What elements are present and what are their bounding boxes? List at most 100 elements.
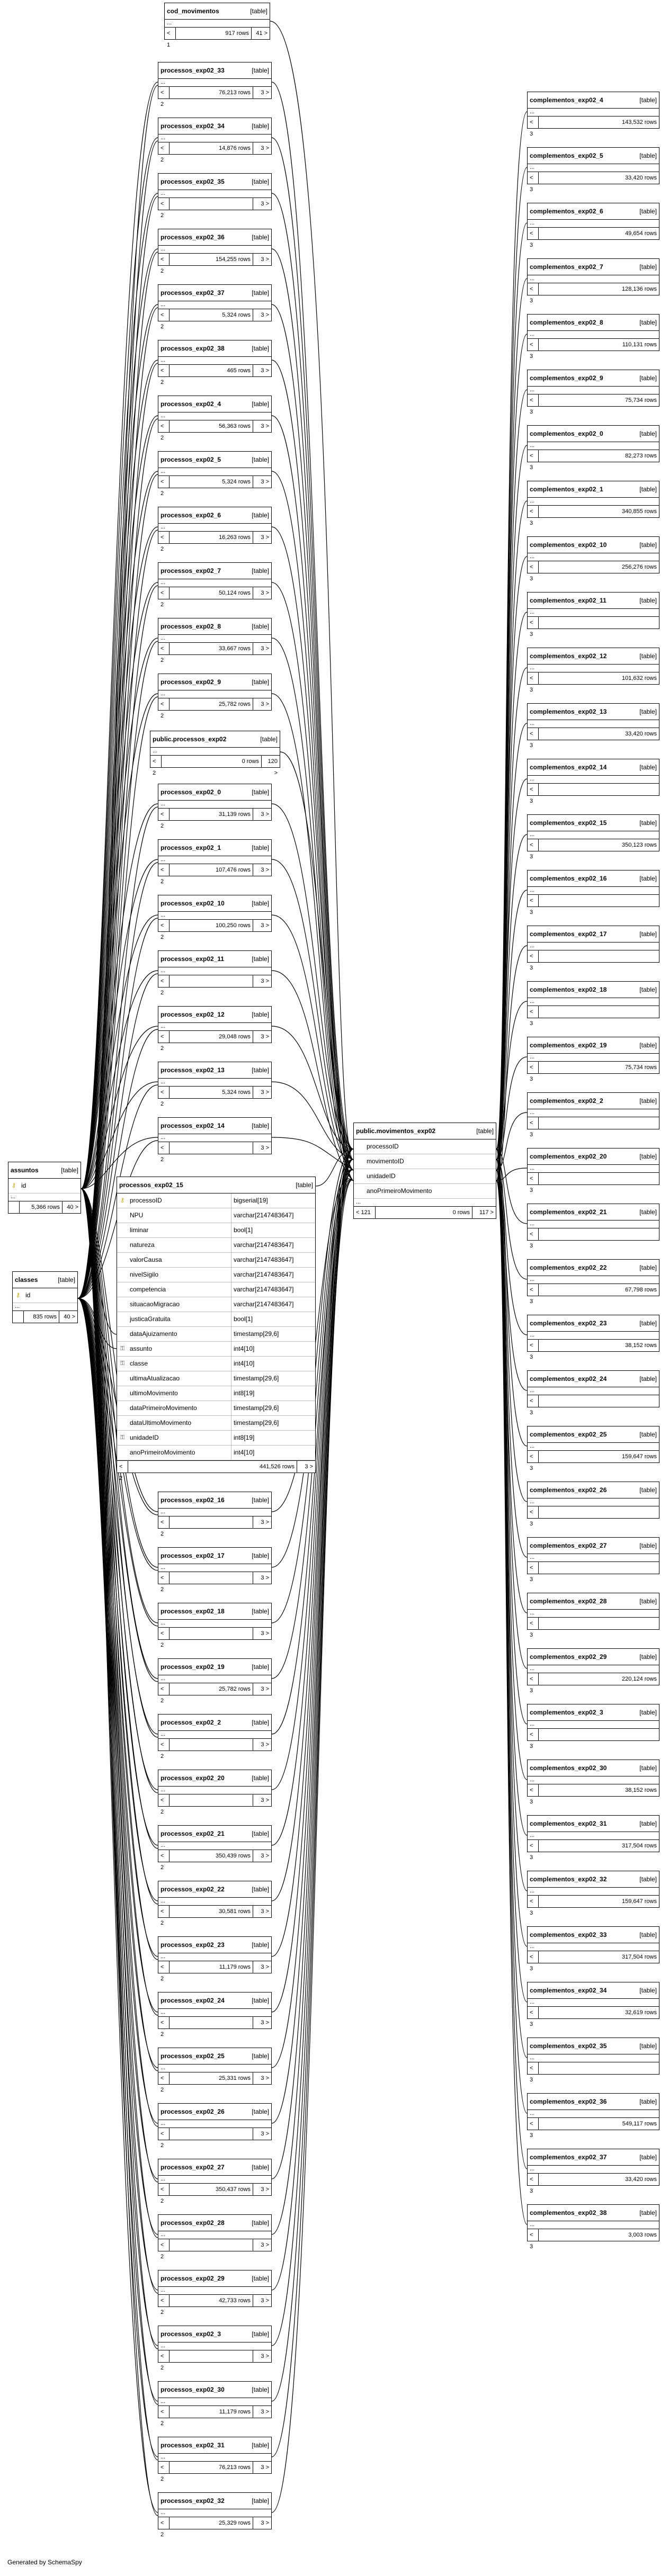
edge-assuntos — [81, 1137, 158, 1189]
table-complementos-exp02-3[interactable]: complementos_exp02_3[table]...< 3 — [527, 1704, 659, 1749]
table-name: complementos_exp02_37 — [530, 2153, 607, 2161]
table-complementos-exp02-16[interactable]: complementos_exp02_16[table]...< 3 — [527, 870, 659, 915]
table-header: processos_exp02_0[table] — [158, 784, 271, 801]
table-complementos-exp02-2[interactable]: complementos_exp02_2[table]...< 3 — [527, 1092, 659, 1138]
parents-count: < 2 — [160, 256, 164, 274]
ellipsis: ... — [158, 301, 271, 309]
table-header: processos_exp02_33[table] — [158, 62, 271, 79]
table-complementos-exp02-18[interactable]: complementos_exp02_18[table]...< 3 — [527, 981, 659, 1027]
table-complementos-exp02-24[interactable]: complementos_exp02_24[table]...< 3 — [527, 1370, 659, 1416]
table-header: processos_exp02_32[table] — [158, 2493, 271, 2509]
table-header: processos_exp02_31[table] — [158, 2437, 271, 2454]
table-complementos-exp02-20[interactable]: complementos_exp02_20[table]...< 3 — [527, 1148, 659, 1193]
table-complementos-exp02-26[interactable]: complementos_exp02_26[table]...< 3 — [527, 1482, 659, 1527]
table-complementos-exp02-21[interactable]: complementos_exp02_21[table]...< 3 — [527, 1204, 659, 1249]
table-complementos-exp02-14[interactable]: complementos_exp02_14[table]...< 3 — [527, 759, 659, 804]
table-complementos-exp02-27[interactable]: complementos_exp02_27[table]...< 3 — [527, 1537, 659, 1583]
table-name: complementos_exp02_38 — [530, 2209, 607, 2216]
table-kind: [table] — [252, 2442, 269, 2449]
table-complementos-exp02-28[interactable]: complementos_exp02_28[table]...< 3 — [527, 1593, 659, 1638]
children-count: 3 > — [261, 701, 269, 707]
table-complementos-exp02-17[interactable]: complementos_exp02_17[table]...< 3 — [527, 926, 659, 971]
table-kind: [table] — [639, 930, 657, 938]
table-complementos-exp02-11[interactable]: complementos_exp02_11[table]...< 3 — [527, 592, 659, 638]
children-count: 3 > — [261, 2464, 269, 2471]
table-name: complementos_exp02_36 — [530, 2098, 607, 2105]
column-type: int8[19] — [231, 1431, 315, 1445]
table-public-movimentos-exp02[interactable]: public.movimentos_exp02[table] processoI… — [353, 1123, 496, 1219]
table-complementos-exp02-35[interactable]: complementos_exp02_35[table]...< 3 — [527, 2038, 659, 2083]
